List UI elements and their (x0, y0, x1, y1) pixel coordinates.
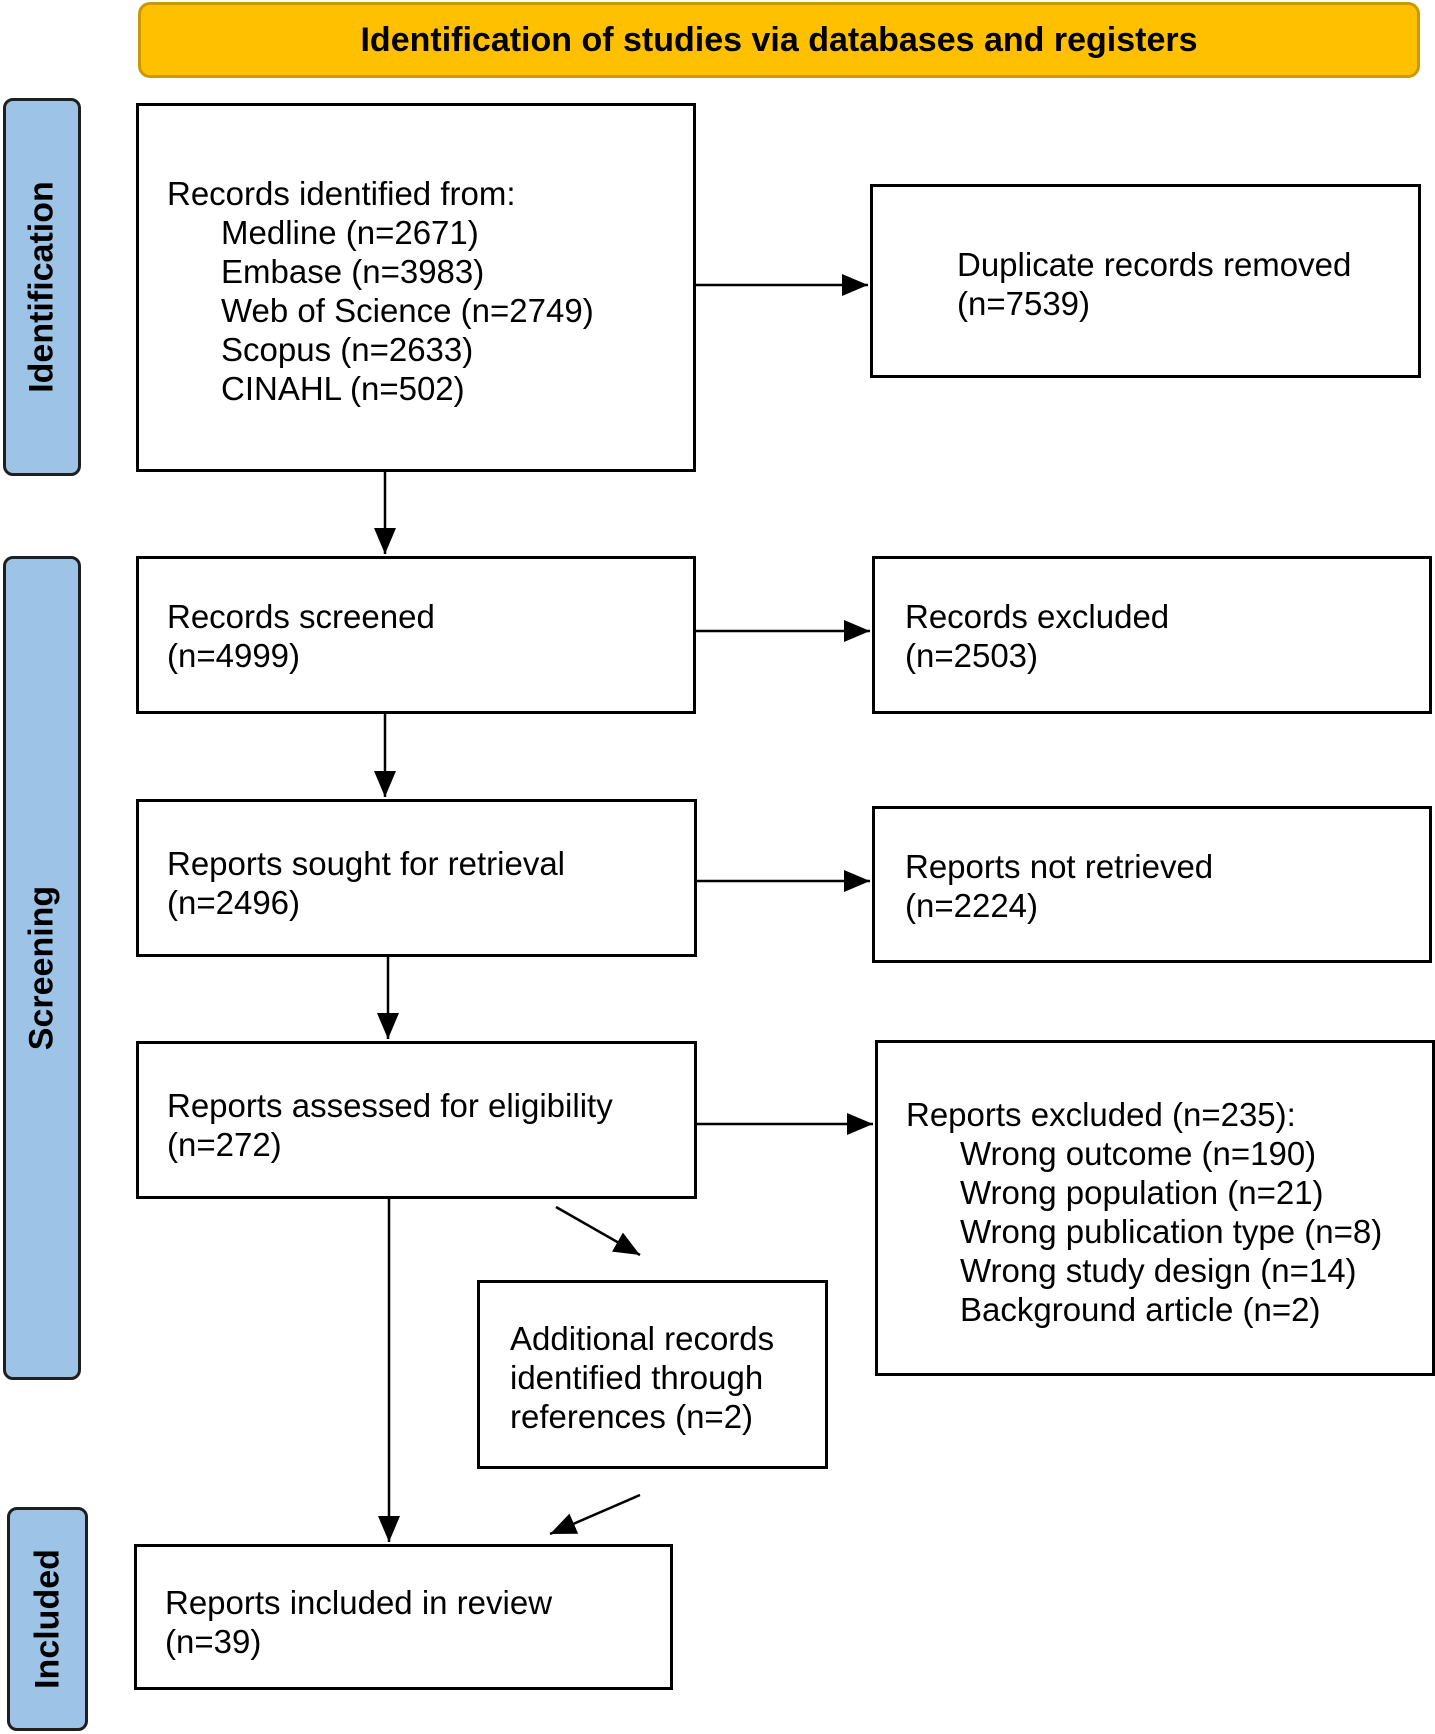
arrow-to-additional-records (555, 1205, 641, 1257)
reports-excluded-title: Reports excluded (n=235): (906, 1096, 1296, 1133)
reports-included-box: Reports included in review (n=39) (134, 1544, 673, 1690)
records-excluded-count: (n=2503) (905, 637, 1039, 674)
records-screened-box: Records screened (n=4999) (136, 556, 696, 714)
reason-background-article: Background article (n=2) (960, 1291, 1321, 1328)
reports-sought-box: Reports sought for retrieval (n=2496) (136, 799, 697, 957)
reports-excluded-box: Reports excluded (n=235): Wrong outcome … (875, 1040, 1435, 1376)
records-screened-label: Records screened (167, 598, 435, 635)
additional-records-box: Additional records identified through re… (477, 1280, 828, 1469)
additional-records-line-3: references (n=2) (510, 1398, 754, 1435)
records-screened-count: (n=4999) (167, 637, 301, 674)
phase-included: Included (7, 1507, 88, 1731)
source-embase: Embase (n=3983) (221, 253, 485, 290)
source-cinahl: CINAHL (n=502) (221, 370, 465, 407)
reports-not-retrieved-box: Reports not retrieved (n=2224) (872, 806, 1432, 963)
reports-included-label: Reports included in review (165, 1584, 553, 1621)
reason-wrong-outcome: Wrong outcome (n=190) (960, 1135, 1317, 1172)
additional-records-line-2: identified through (510, 1359, 764, 1396)
phase-screening: Screening (3, 556, 81, 1380)
source-web-of-science: Web of Science (n=2749) (221, 292, 594, 329)
reports-included-count: (n=39) (165, 1623, 262, 1660)
reports-assessed-box: Reports assessed for eligibility (n=272) (136, 1041, 697, 1199)
source-medline: Medline (n=2671) (221, 214, 479, 251)
reports-sought-count: (n=2496) (167, 884, 301, 921)
phase-identification: Identification (3, 98, 81, 476)
duplicates-removed-box: Duplicate records removed (n=7539) (870, 184, 1421, 378)
additional-records-line-1: Additional records (510, 1320, 775, 1357)
reports-not-retrieved-count: (n=2224) (905, 887, 1039, 924)
reports-not-retrieved-label: Reports not retrieved (905, 848, 1214, 885)
reason-wrong-study-design: Wrong study design (n=14) (960, 1252, 1357, 1289)
records-identified-box: Records identified from: Medline (n=2671… (136, 103, 696, 472)
records-excluded-label: Records excluded (905, 598, 1170, 635)
reason-wrong-population: Wrong population (n=21) (960, 1174, 1324, 1211)
duplicates-removed-count: (n=7539) (957, 285, 1091, 322)
records-excluded-box: Records excluded (n=2503) (872, 556, 1432, 714)
reports-assessed-label: Reports assessed for eligibility (167, 1087, 613, 1124)
reason-wrong-publication-type: Wrong publication type (n=8) (960, 1213, 1383, 1250)
duplicates-removed-label: Duplicate records removed (957, 246, 1352, 283)
header-title: Identification of studies via databases … (360, 20, 1198, 59)
source-scopus: Scopus (n=2633) (221, 331, 474, 368)
reports-sought-label: Reports sought for retrieval (167, 845, 566, 882)
arrow-from-additional-records (549, 1493, 641, 1536)
reports-assessed-count: (n=272) (167, 1126, 282, 1163)
records-identified-title: Records identified from: (167, 175, 516, 212)
header-banner: Identification of studies via databases … (138, 2, 1420, 78)
